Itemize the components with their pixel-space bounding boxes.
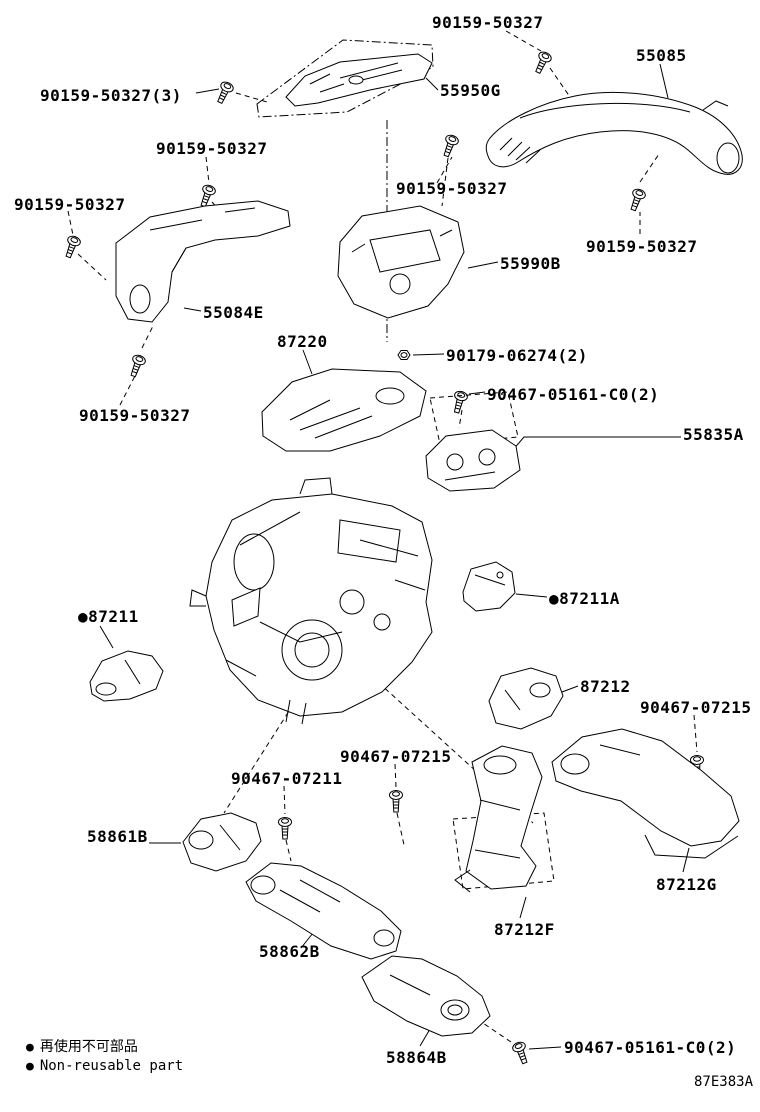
part-87211A-duct xyxy=(462,561,516,612)
part-55085-defroster-side-duct xyxy=(485,91,743,175)
non-reusable-bullet-icon: ● xyxy=(26,1059,34,1074)
part-number-label: 90159-50327 xyxy=(432,13,544,32)
part-87212F-duct xyxy=(454,745,543,893)
part-58862B-duct xyxy=(245,862,402,960)
part-number-label: 87220 xyxy=(277,332,328,351)
non-reusable-bullet-icon: ● xyxy=(26,1040,34,1055)
part-number-label: 55085 xyxy=(636,46,687,65)
part-number-label: 90159-50327(3) xyxy=(40,86,182,105)
legend-text-en: Non-reusable part xyxy=(39,1058,184,1074)
legend-row-en: ● Non-reusable part xyxy=(26,1057,183,1076)
part-number-label: ●87211A xyxy=(549,589,620,608)
part-87212-duct xyxy=(488,667,564,730)
part-number-label: 90159-50327 xyxy=(156,139,268,158)
legend: ● 再使用不可部品 ● Non-reusable part xyxy=(26,1038,183,1076)
part-number-label: 87212 xyxy=(580,677,631,696)
part-number-label: 90179-06274(2) xyxy=(446,346,588,365)
part-number-label: 90159-50327 xyxy=(79,406,191,425)
part-87211-duct xyxy=(89,650,164,702)
part-55835A-bracket xyxy=(425,429,521,492)
part-58861B-duct xyxy=(182,812,262,872)
part-number-label: 87212F xyxy=(494,920,555,939)
part-number-label: 90467-07215 xyxy=(340,747,452,766)
part-number-label: 90159-50327 xyxy=(396,179,508,198)
part-number-label: ●87211 xyxy=(78,607,139,626)
legend-text-jp: 再使用不可部品 xyxy=(39,1039,138,1055)
part-number-label: 55835A xyxy=(683,425,744,444)
figure-code: 87E383A xyxy=(694,1074,754,1090)
part-number-label: 90159-50327 xyxy=(14,195,126,214)
part-number-label: 90467-07211 xyxy=(231,769,343,788)
part-number-label: 87212G xyxy=(656,875,717,894)
part-55950G-defroster-nozzle xyxy=(285,53,433,107)
part-55990B-instrument-panel-box xyxy=(337,205,465,319)
part-number-label: 58864B xyxy=(386,1048,447,1067)
part-number-label: 55990B xyxy=(500,254,561,273)
part-58864B-duct xyxy=(361,955,491,1037)
part-87212G-duct xyxy=(551,728,740,859)
part-number-label: 55950G xyxy=(440,81,501,100)
part-heater-unit-assembly xyxy=(189,477,433,725)
part-number-label: 58861B xyxy=(87,827,148,846)
part-55084E-heater-to-register-duct xyxy=(115,200,291,323)
part-number-label: 90467-07215 xyxy=(640,698,752,717)
part-number-label: 90467-05161-C0(2) xyxy=(564,1038,737,1057)
legend-row-jp: ● 再使用不可部品 xyxy=(26,1038,183,1057)
part-number-label: 90159-50327 xyxy=(586,237,698,256)
part-87220-heater-duct xyxy=(261,368,427,452)
part-number-label: 90467-05161-C0(2) xyxy=(487,385,660,404)
part-number-label: 58862B xyxy=(259,942,320,961)
part-number-label: 55084E xyxy=(203,303,264,322)
